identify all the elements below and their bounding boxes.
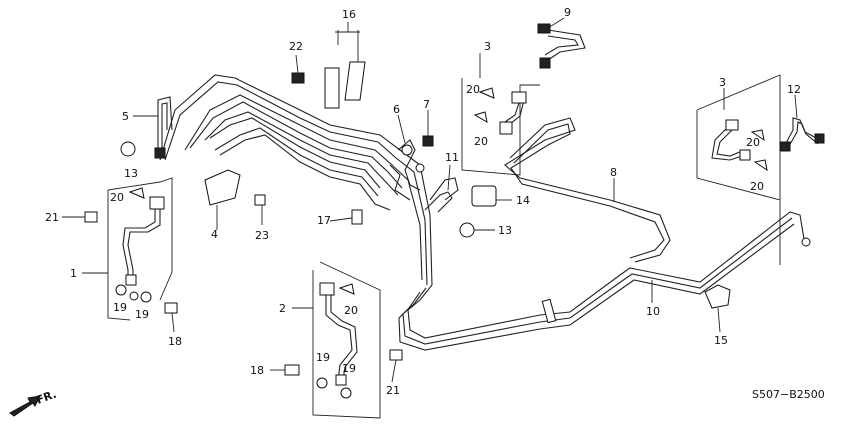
callout: 14 (516, 194, 530, 207)
callout: 12 (787, 83, 801, 96)
callout: 13 (498, 224, 512, 237)
callout: 18 (168, 335, 182, 348)
callout: 20 (746, 136, 760, 149)
callout: 20 (466, 83, 480, 96)
washer-19 (140, 291, 152, 303)
fitting-7 (422, 135, 434, 147)
callout: 22 (289, 40, 303, 53)
rear-brake-line-10 (398, 211, 811, 351)
bolt-22 (291, 72, 305, 84)
brake-line-12 (779, 117, 825, 152)
callout: 9 (564, 6, 571, 19)
diagram-code: S507−B2500 (752, 388, 825, 401)
callout: 11 (445, 151, 459, 164)
callout: 3 (719, 76, 726, 89)
washer-19 (316, 377, 328, 389)
hose-assembly-3-right (696, 74, 781, 265)
callout-leaders (62, 17, 798, 383)
hose-fitting (319, 282, 335, 296)
small-parts (84, 30, 768, 376)
bracket-4 (204, 169, 241, 206)
callout: 17 (317, 214, 331, 227)
hose-fitting (725, 119, 739, 131)
callout: 16 (342, 8, 356, 21)
front-direction-arrow: FR. (9, 388, 59, 417)
callout: 6 (393, 103, 400, 116)
callout: 15 (714, 334, 728, 347)
callout: 13 (124, 167, 138, 180)
callout: 21 (45, 211, 59, 224)
hose-fitting (511, 91, 527, 104)
callout: 19 (135, 308, 149, 321)
callout: 20 (344, 304, 358, 317)
hose-fitting (149, 196, 165, 210)
clip-20 (750, 129, 765, 142)
clip-15 (704, 284, 731, 309)
fitting-5 (154, 147, 166, 159)
callout: 3 (484, 40, 491, 53)
bolt-21 (84, 211, 98, 223)
callout: 7 (423, 98, 430, 111)
hose-fitting (739, 149, 751, 161)
washer-19 (340, 387, 352, 399)
grommet-14 (471, 185, 497, 207)
joint-fitting (401, 144, 413, 156)
line-clip (541, 298, 557, 324)
callout: 20 (110, 191, 124, 204)
grommet-13 (120, 141, 136, 157)
fitting-9b (539, 57, 551, 69)
bolt-21 (389, 349, 403, 361)
line-end-fitting (801, 237, 811, 247)
callout: 10 (646, 305, 660, 318)
hose-fitting (125, 274, 137, 286)
hose-assembly-3-center (461, 78, 540, 176)
arrow-icon (9, 395, 41, 417)
clip-17 (351, 209, 363, 225)
callout: 4 (211, 228, 218, 241)
bolt-23 (254, 194, 266, 206)
bolt-18 (284, 364, 300, 376)
center-joint (389, 139, 459, 213)
main-brake-line-bundle (159, 74, 433, 286)
bracket-16 (344, 61, 366, 101)
fitting-12a (779, 141, 791, 152)
clip-20 (478, 87, 495, 99)
clip-20 (338, 283, 355, 295)
fitting-12b (814, 133, 825, 144)
brake-line-5 (154, 96, 173, 159)
hose-fitting (499, 121, 513, 135)
hose-assembly-2 (312, 261, 381, 419)
brake-line-9 (537, 23, 586, 69)
banjo-fitting (129, 291, 139, 301)
callout: 8 (610, 166, 617, 179)
clip-20 (753, 159, 768, 172)
joint-fitting (415, 163, 425, 173)
callout: 21 (386, 384, 400, 397)
callout: 2 (279, 302, 286, 315)
callout: 5 (122, 110, 129, 123)
grommet-13 (459, 222, 475, 238)
brake-line-clamp-16 (324, 67, 340, 109)
clip-20 (128, 187, 145, 199)
bolt-18 (164, 302, 178, 314)
fitting-9a (537, 23, 551, 34)
brake-line-8 (504, 117, 671, 263)
callout: 18 (250, 364, 264, 377)
callout: 20 (750, 180, 764, 193)
clip-20 (473, 111, 488, 123)
callout-numbers: 16 22 9 3 20 20 5 6 7 11 8 3 12 20 20 20… (45, 6, 801, 397)
callout: 20 (474, 135, 488, 148)
hose-fitting (335, 374, 347, 386)
callout: 1 (70, 267, 77, 280)
hose-assembly-1 (107, 177, 173, 321)
washer-19 (115, 284, 127, 296)
callout: 19 (342, 362, 356, 375)
callout: 19 (113, 301, 127, 314)
callout: 23 (255, 229, 269, 242)
callout: 19 (316, 351, 330, 364)
direction-label: FR. (35, 388, 59, 407)
